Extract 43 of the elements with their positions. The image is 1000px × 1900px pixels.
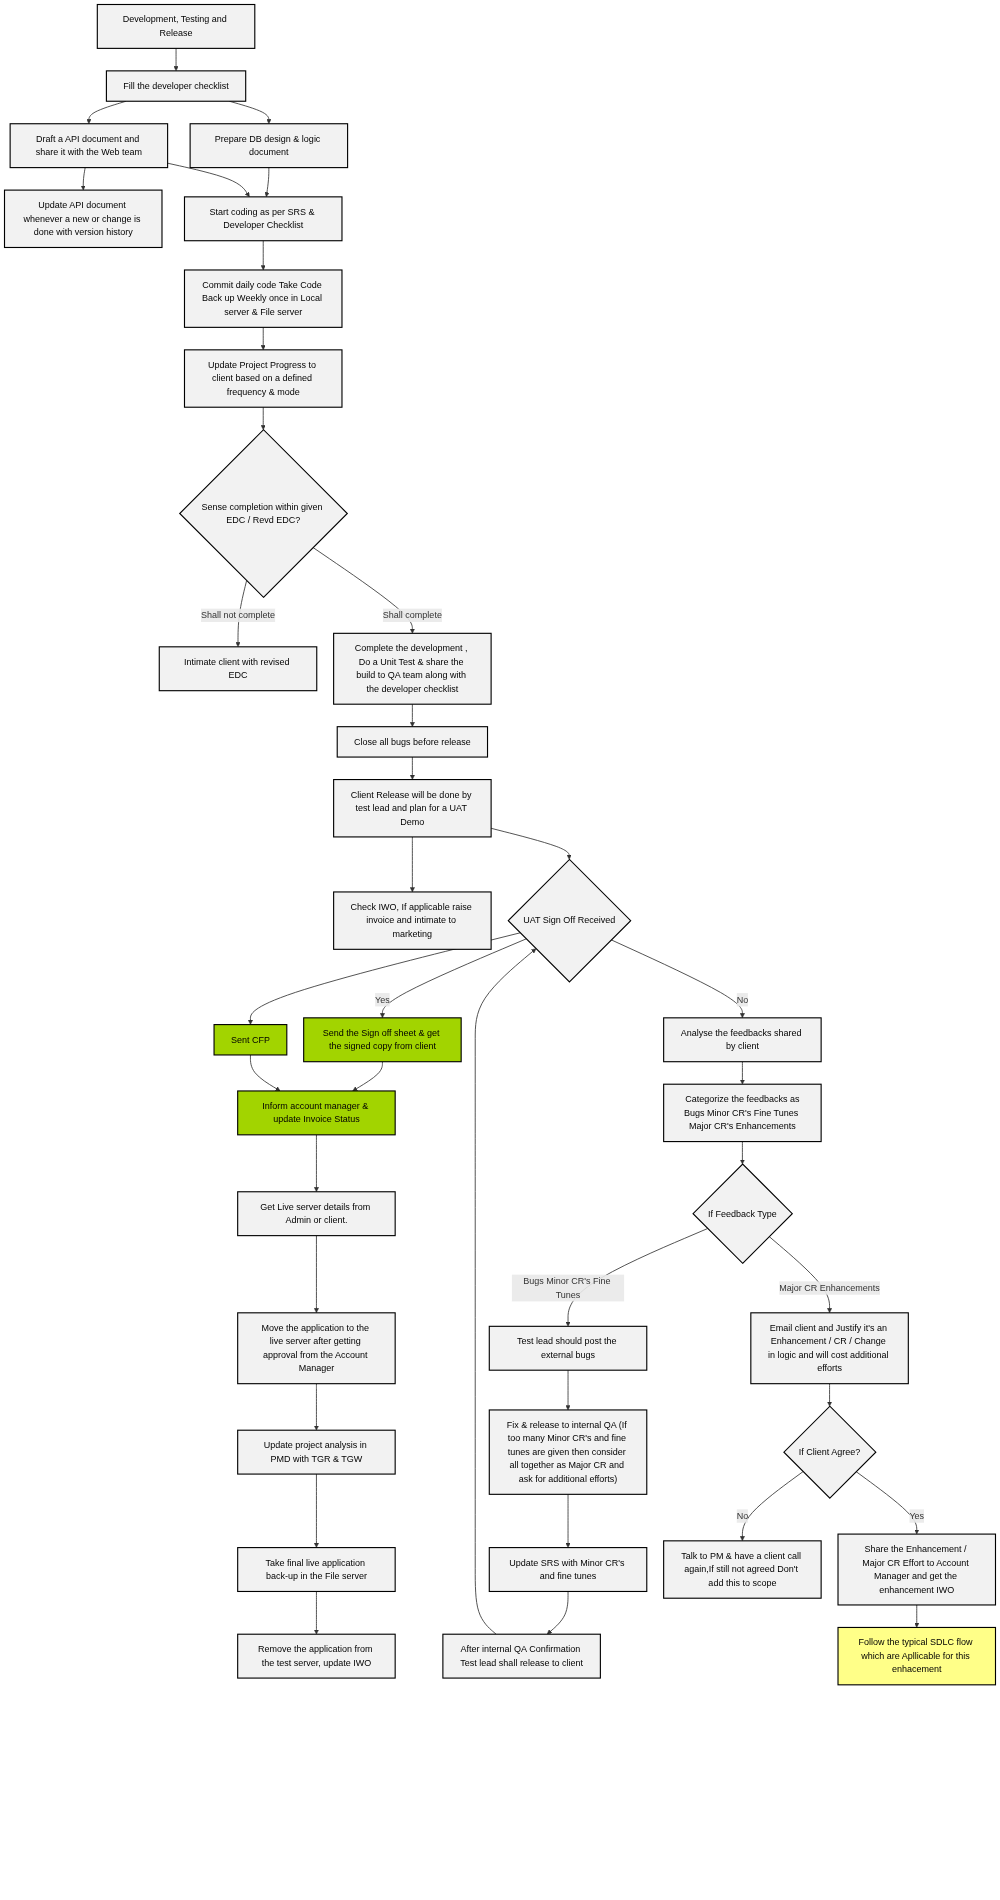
edge-label: No — [736, 1511, 749, 1521]
node-box: Analyse the feedbacks shared by client — [663, 1017, 822, 1063]
node-box: Prepare DB design & logic document — [189, 123, 349, 169]
edge-label: Yes — [909, 1511, 925, 1521]
node-box: Send the Sign off sheet & get the signed copy from client — [303, 1017, 462, 1063]
node-box: Update project analysis in PMD with TGR & TGW — [237, 1429, 396, 1475]
node-box: Intimate client with revised EDC — [158, 646, 318, 692]
node-box: Talk to PM & have a client call again,If still not agreed Don't add this to scope — [663, 1540, 822, 1599]
node-box: Complete the development , Do a Unit Test & share the build to QA team along with the developer checklist — [333, 632, 492, 705]
node-box: Email client and Justify it's an Enhancement / CR / Change in logic and will cost additional efforts — [750, 1312, 909, 1385]
edge-label: Yes — [375, 994, 390, 1005]
node-box: Follow the typical SDLC flow which are Apllicable for this enhacement — [837, 1626, 997, 1686]
node-box: Fill the developer checklist — [105, 70, 247, 102]
node-box: Draft a API document and share it with the Web team — [9, 123, 169, 169]
node-box: Check IWO, If applicable raise invoice and intimate to marketing — [333, 891, 492, 950]
node-box: Update Project Progress to client based on a defined frequency & mode — [183, 349, 343, 408]
node-box: Update SRS with Minor CR's and fine tunes — [488, 1547, 648, 1592]
node-box: Fix & release to internal QA (If too many Minor CR's and fine tunes are given then consider all together as Major CR and ask for additional efforts) — [488, 1409, 648, 1495]
edge-label: Bugs Minor CR's Fine Tunes — [523, 1276, 611, 1300]
node-box: Start coding as per SRS & Developer Checklist — [183, 196, 343, 242]
edge-label: Shall not complete — [200, 610, 276, 620]
node-box: Sent CFP — [213, 1024, 288, 1056]
node-box: Move the application to the live server after getting approval from the Account Manager — [237, 1312, 396, 1385]
node-box: Share the Enhancement / Major CR Effort to Account Manager and get the enhancement IWO — [837, 1533, 997, 1606]
node-diamond: If Client Agree? — [783, 1405, 877, 1499]
node-box: Commit daily code Take Code Back up Weekly once in Local server & File server — [183, 269, 343, 328]
node-box: Categorize the feedbacks as Bugs Minor CR's Fine Tunes Major CR's Enhancements — [663, 1083, 822, 1143]
node-box: Close all bugs before release — [336, 726, 489, 758]
node-diamond: If Feedback Type — [692, 1163, 794, 1265]
node-box: Remove the application from the test server, update IWO — [237, 1633, 396, 1679]
node-diamond: UAT Sign Off Received — [507, 858, 632, 983]
node-box: Client Release will be done by test lead and plan for a UAT Demo — [333, 779, 492, 838]
node-box: Test lead should post the external bugs — [488, 1325, 648, 1371]
edge-label: Major CR Enhancements — [779, 1283, 880, 1293]
node-box: Take final live application back-up in the File server — [237, 1547, 396, 1592]
node-box: Inform account manager & update Invoice Status — [237, 1090, 396, 1136]
edge-label: No — [736, 994, 749, 1005]
edge-label: Shall complete — [382, 610, 442, 620]
node-box: After internal QA Confirmation Test lead shall release to client — [442, 1633, 601, 1679]
node-diamond: Sense completion within given EDC / Revd EDC? — [178, 428, 349, 599]
node-box: Get Live server details from Admin or client. — [237, 1191, 396, 1237]
node-box: Update API document whenever a new or change is done with version history — [3, 189, 163, 249]
node-box: Development, Testing and Release — [96, 3, 256, 49]
